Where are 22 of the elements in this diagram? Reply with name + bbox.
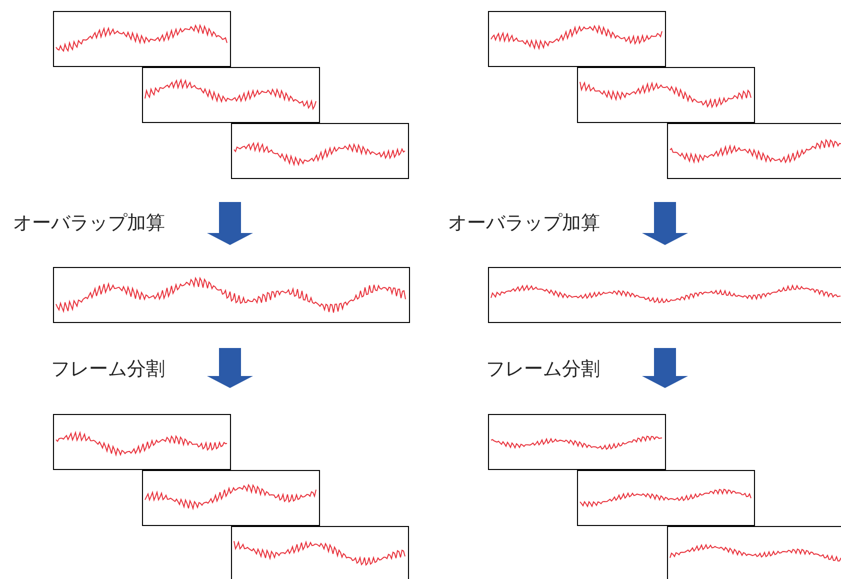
block-arrow [642,202,688,245]
edge-label: オーバラップ加算 [13,211,165,236]
frame-box [488,267,841,323]
frame-box [142,67,320,123]
frame-box [231,526,409,579]
frame-box [53,267,410,323]
block-arrow [642,348,688,388]
frame-box [53,11,231,67]
frame-box [667,526,841,579]
frame-box [142,470,320,526]
frame-box [667,123,841,179]
edge-label: フレーム分割 [51,357,165,382]
block-arrow [207,348,253,388]
frame-box [577,67,755,123]
frame-box [488,11,666,67]
edge-label: フレーム分割 [486,357,600,382]
frame-box [577,470,755,526]
edge-label: オーバラップ加算 [448,211,600,236]
block-arrow [207,202,253,245]
frame-box [53,414,231,470]
frame-box [488,414,666,470]
frame-box [231,123,409,179]
